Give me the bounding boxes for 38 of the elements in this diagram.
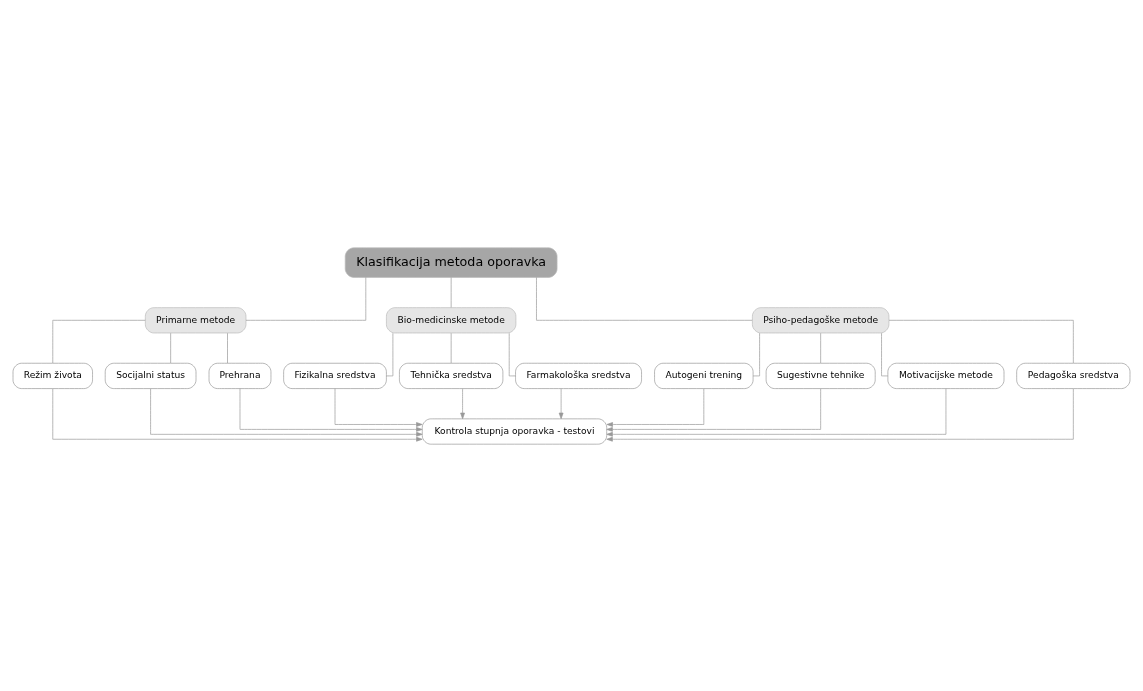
connector <box>386 332 394 376</box>
node-box: Autogeni trening <box>654 362 754 389</box>
connector <box>170 332 171 363</box>
arrow <box>606 387 1074 442</box>
connector <box>820 332 821 363</box>
connector <box>450 276 452 308</box>
node-box: Režim života <box>12 362 93 389</box>
node-box: Motivacijske metode <box>887 362 1005 389</box>
node-box: Bio-medicinske metode <box>386 306 517 333</box>
arrow <box>558 387 564 419</box>
node-box: Socijalni status <box>104 362 197 389</box>
connector <box>508 332 516 376</box>
node-box: Klasifikacija metoda oporavka <box>344 246 558 278</box>
node-box: Prehrana <box>208 362 272 389</box>
node-box: Sugestivne tehnike <box>765 362 876 389</box>
connector <box>752 332 760 376</box>
arrow <box>606 387 947 437</box>
connector <box>227 332 228 363</box>
node-box: Fizikalna sredstva <box>283 362 387 389</box>
connector <box>888 319 1074 363</box>
node-box: Psiho-pedagoške metode <box>752 306 890 333</box>
connector <box>52 319 146 363</box>
arrow <box>606 387 705 427</box>
node-box: Farmakološka sredstva <box>515 362 642 389</box>
node-box: Kontrola stupnja oporavka - testovi <box>421 418 608 445</box>
connector <box>450 332 452 363</box>
connector <box>245 276 367 321</box>
arrow <box>606 387 821 432</box>
connector <box>536 276 753 321</box>
arrow <box>52 387 423 442</box>
node-box: Primarne metode <box>145 306 247 333</box>
node-box: Pedagoška sredstva <box>1016 362 1131 389</box>
connector <box>881 332 889 376</box>
node-box: Tehnička sredstva <box>399 362 504 389</box>
arrow <box>460 387 465 419</box>
arrow <box>334 387 423 427</box>
arrow <box>239 387 423 432</box>
arrow <box>150 387 423 437</box>
